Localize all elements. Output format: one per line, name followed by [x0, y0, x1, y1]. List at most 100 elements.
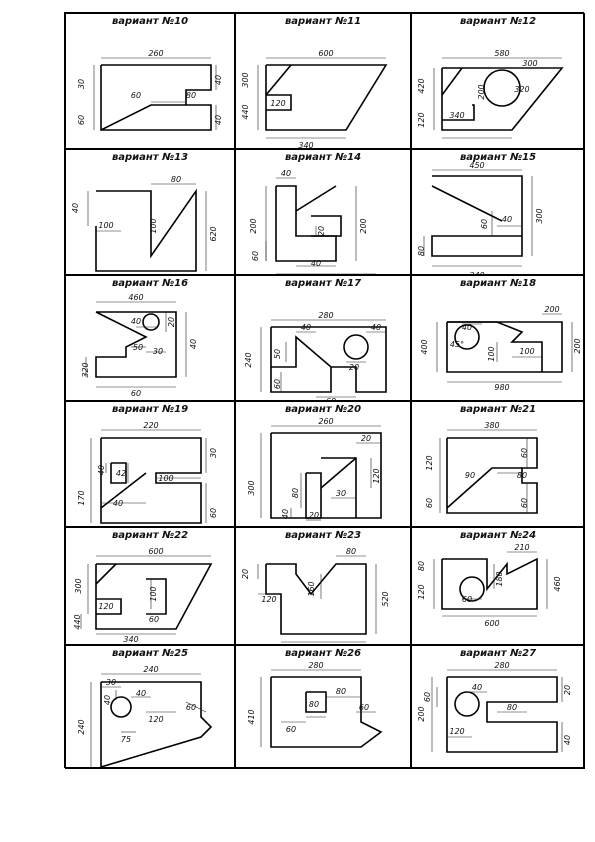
part-outline: [266, 94, 292, 111]
dimension-label: 30: [336, 489, 346, 498]
dimension-label: 300: [74, 578, 83, 593]
dimension-label: 600: [148, 547, 163, 556]
part-outline: [305, 472, 322, 519]
dimension-label: 100: [149, 586, 158, 601]
variant-title: вариант №12: [459, 16, 537, 27]
hole-circle: [483, 69, 521, 107]
dimension-label: 20: [317, 226, 326, 236]
part-outline: [95, 563, 213, 630]
dimension-label: 420: [417, 78, 426, 93]
dimension-label: 100: [158, 474, 173, 483]
dimension-label: 100: [98, 221, 113, 230]
part-outline: [265, 64, 388, 131]
part-outline: [446, 437, 538, 514]
part-outline: [95, 311, 177, 378]
dimension-label: 200: [249, 218, 258, 233]
dimension-label: 120: [417, 584, 426, 599]
dimension-label: 220: [143, 421, 158, 430]
dimension-label: 340: [298, 141, 313, 149]
dimension-label: 80: [417, 561, 426, 571]
dimension-label: 60: [462, 595, 472, 604]
part-outline: [100, 104, 186, 131]
dimension-label: 40: [97, 465, 106, 475]
hole-circle: [110, 696, 132, 718]
variant-cell: вариант №238020160120520800: [235, 527, 411, 645]
dimension-label: 450: [469, 161, 484, 170]
dimension-label: 40: [281, 169, 291, 178]
dimension-label: 320: [81, 362, 90, 377]
dimension-label: 20: [361, 434, 371, 443]
dimension-label: 80: [517, 471, 527, 480]
variant-title: вариант №25: [111, 648, 189, 659]
dimension-label: 120: [417, 112, 426, 127]
dimension-label: 60: [359, 703, 369, 712]
dimension-label: 60: [423, 692, 432, 702]
variant-title: вариант №18: [459, 278, 537, 289]
part-outline: [95, 188, 197, 272]
dimension-label: 460: [128, 293, 143, 302]
dimension-label: 20: [563, 685, 572, 695]
dimension-label: 40: [214, 115, 223, 125]
dimension-label: 60: [209, 508, 218, 518]
dimension-label: 60: [286, 725, 296, 734]
dimension-label: 40: [563, 735, 572, 745]
part-outline: [441, 67, 463, 96]
dimension-label: 100: [519, 347, 534, 356]
dimension-label: 20: [349, 363, 359, 372]
dimension-label: 80: [336, 687, 346, 696]
dimension-label: 80: [291, 488, 300, 498]
dimension-label: 30: [77, 79, 86, 89]
dimension-label: 280: [494, 661, 509, 670]
dimension-label: 60: [149, 615, 159, 624]
dimension-label: 240: [469, 271, 484, 275]
dimension-label: 40: [136, 689, 146, 698]
dimension-label: 380: [484, 421, 499, 430]
dimension-label: 60: [520, 448, 529, 458]
dimension-label: 80: [346, 547, 356, 556]
part-outline: [100, 472, 147, 509]
dimension-label: 620: [209, 226, 218, 241]
dimension-label: 170: [77, 490, 86, 505]
dimension-label: 50: [133, 343, 143, 352]
dimension-label: 240: [143, 665, 158, 674]
dimension-label: 120: [449, 727, 464, 736]
dimension-label: 60: [480, 219, 489, 229]
dimension-label: 40: [131, 317, 141, 326]
dimension-label: 75: [121, 735, 131, 744]
dimension-label: 20: [309, 511, 319, 520]
dimension-label: 200: [544, 305, 559, 314]
dimension-label: 240: [77, 719, 86, 734]
dimension-label: 60: [425, 498, 434, 508]
dimension-label: 200: [417, 706, 426, 721]
part-outline: [446, 676, 558, 753]
dimension-label: 340: [123, 635, 138, 644]
part-drawing: 8020160120520800: [241, 547, 390, 644]
dimension-label: 60: [131, 389, 141, 398]
variant-cell: вариант №1440200202006040300: [235, 149, 411, 275]
dimension-label: 440: [241, 104, 250, 119]
dimension-label: 40: [301, 323, 311, 332]
dimension-label: 180: [495, 571, 504, 586]
variant-title: вариант №15: [459, 152, 537, 163]
dimension-label: 120: [261, 595, 276, 604]
dimension-label: 160: [307, 581, 316, 596]
variant-title: вариант №13: [111, 152, 189, 163]
dimension-label: 40: [113, 499, 123, 508]
dimension-label: 40: [311, 259, 321, 268]
part-outline: [446, 321, 563, 373]
part-outline: [95, 563, 117, 585]
part-outline: [275, 185, 337, 262]
dimension-label: 30: [106, 678, 116, 687]
part-outline: [321, 457, 357, 518]
